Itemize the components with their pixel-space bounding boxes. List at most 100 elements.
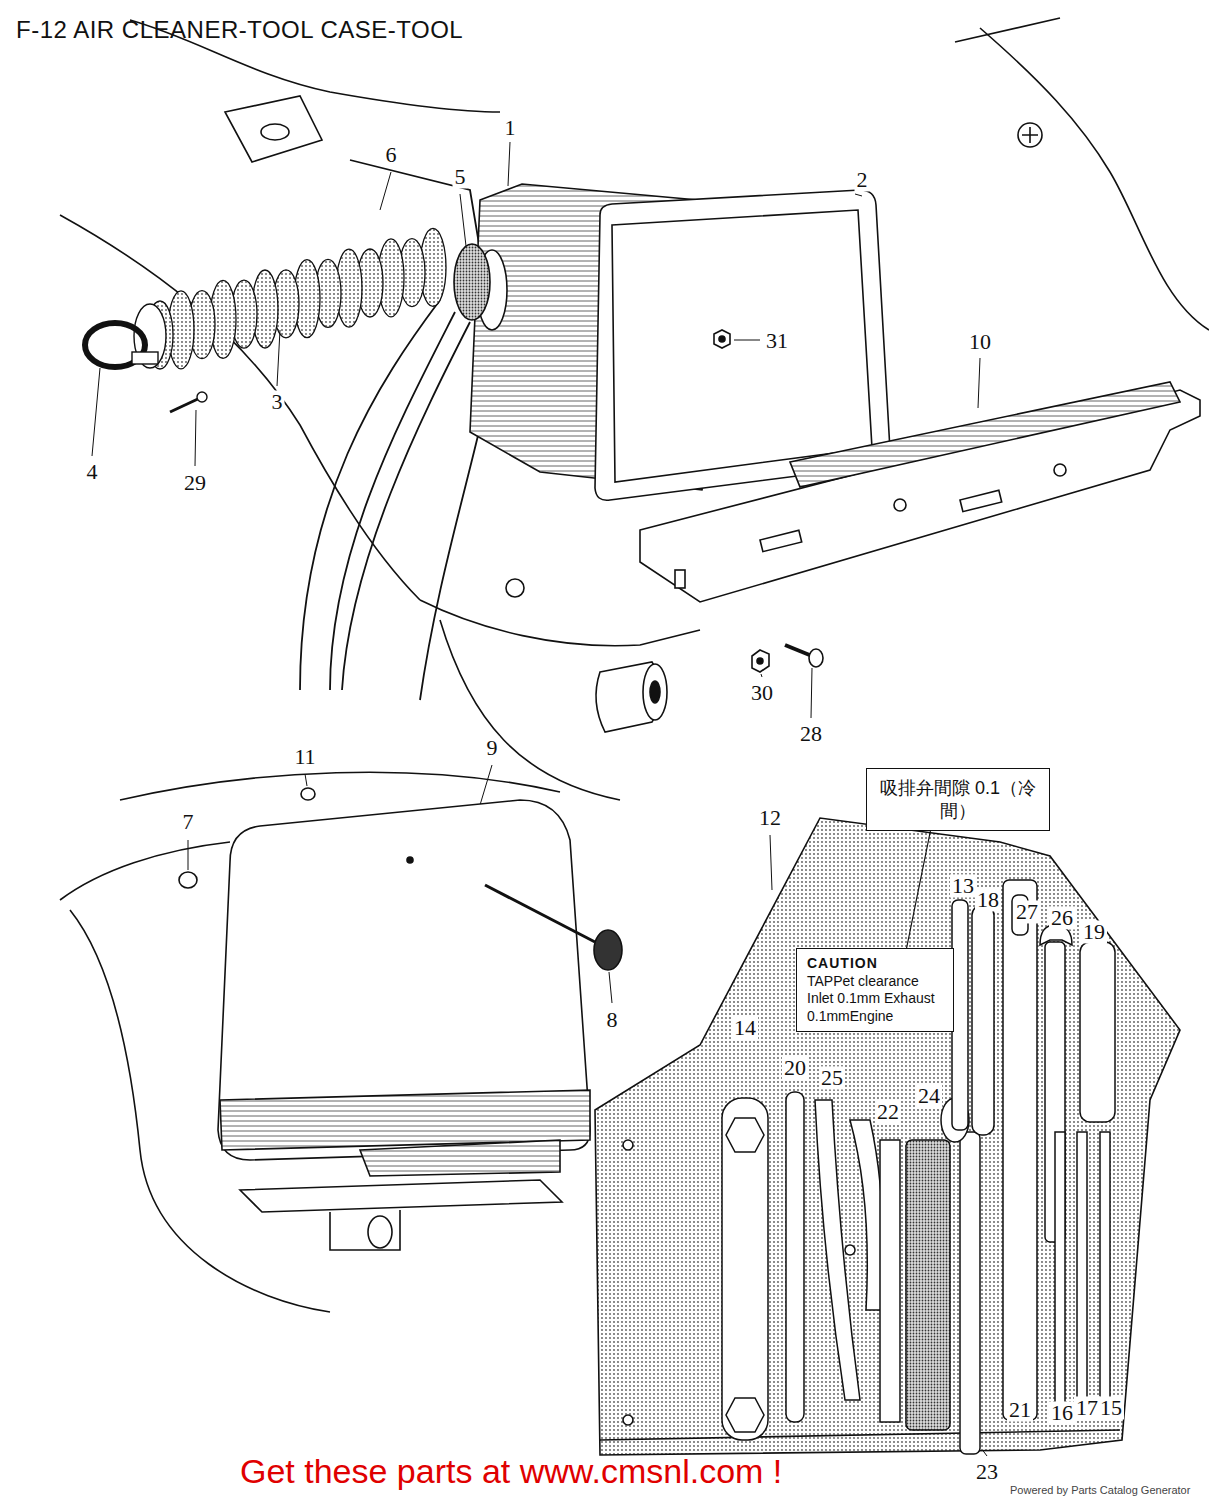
- clearance-label-box: 吸排弁間隙 0.1（冷間）: [866, 768, 1050, 831]
- nut-and-bolt: [752, 650, 769, 672]
- tools: [1003, 880, 1037, 1420]
- leader-lines: [277, 330, 280, 386]
- tools: [1077, 1132, 1087, 1412]
- tools: [815, 1100, 860, 1400]
- nut-and-bolt: [785, 645, 812, 656]
- callout-number: 19: [1081, 920, 1107, 943]
- nut-and-bolt: [757, 658, 763, 664]
- leader-lines: [978, 358, 980, 408]
- rubber-collar: [643, 664, 667, 720]
- tool-roll: [623, 1415, 633, 1425]
- frame-outline: [60, 215, 420, 600]
- leader-lines: [508, 142, 510, 186]
- leader-lines: [734, 340, 760, 341]
- tools: [850, 1120, 884, 1310]
- battery-stay: [640, 382, 1200, 602]
- callout-number: 26: [1049, 906, 1075, 929]
- callout-number: 29: [182, 471, 208, 494]
- box-body: TAPPet clearance Inlet 0.1mm Exhaust 0.1…: [807, 973, 943, 1026]
- nut-and-bolt: [809, 649, 823, 667]
- battery-stay: [1054, 464, 1066, 476]
- callout-number: 10: [967, 330, 993, 353]
- callout-number: 17: [1074, 1396, 1100, 1419]
- tools: [726, 1118, 764, 1152]
- leader-lines: [855, 194, 862, 196]
- callout-number: 21: [1007, 1398, 1033, 1421]
- air-cleaner-cover: [612, 210, 872, 482]
- battery-stay: [894, 499, 906, 511]
- tool-case: [594, 930, 622, 970]
- frame-outline: [225, 96, 322, 162]
- frame-outline: [60, 842, 230, 900]
- frame-outline: [330, 1210, 400, 1250]
- tool-case: [301, 788, 315, 800]
- box-heading: CAUTION: [807, 955, 943, 973]
- tools: [1055, 1132, 1065, 1412]
- tools: [786, 1092, 804, 1422]
- tool-roll: [600, 1430, 1120, 1440]
- callout-number: 9: [485, 736, 500, 759]
- tools: [906, 1140, 950, 1430]
- hose-clamp: [85, 323, 207, 412]
- frame-outline: [120, 772, 560, 800]
- air-cleaner-cover: [719, 336, 725, 342]
- callout-number: 4: [85, 460, 100, 483]
- callout-number: 12: [757, 806, 783, 829]
- callout-number: 1: [503, 116, 518, 139]
- rubber-collar: [650, 681, 660, 703]
- diagram-title: F-12 AIR CLEANER-TOOL CASE-TOOL: [16, 16, 463, 44]
- frame-outline: [261, 124, 289, 140]
- air-intake-hose: [134, 228, 446, 369]
- callout-number: 7: [181, 810, 196, 833]
- battery-stay: [760, 530, 802, 551]
- callout-number: 5: [453, 165, 468, 188]
- tool-case: [179, 788, 622, 1176]
- frame-outline: [240, 1180, 562, 1212]
- air-cleaner-cover: [714, 330, 730, 348]
- hose-clamp: [132, 352, 158, 364]
- leader-lines: [460, 194, 466, 246]
- callout-number: 11: [292, 745, 317, 768]
- leader-lines: [305, 774, 307, 786]
- frame-outline: [1022, 127, 1038, 143]
- tools: [726, 1398, 764, 1432]
- tools: [1080, 942, 1115, 1122]
- generator-credit: Powered by Parts Catalog Generator: [1010, 1484, 1190, 1496]
- leader-lines: [761, 674, 762, 677]
- leader-connector: [907, 831, 931, 948]
- footer-link-text: Get these parts at www.cmsnl.com !: [240, 1452, 782, 1491]
- callout-number: 27: [1014, 900, 1040, 923]
- callout-number: 31: [764, 329, 790, 352]
- tools: [880, 1140, 900, 1422]
- callout-number: 20: [782, 1056, 808, 1079]
- callout-number: 15: [1098, 1396, 1124, 1419]
- battery-stay: [960, 490, 1002, 511]
- frame-outline: [980, 28, 1209, 330]
- tool-case: [179, 872, 197, 888]
- tools: [972, 905, 994, 1135]
- callout-number: 25: [819, 1066, 845, 1089]
- leader-lines: [188, 840, 189, 870]
- box-heading: 吸排弁間隙 0.1（冷間）: [877, 777, 1039, 822]
- callout-number: 30: [749, 681, 775, 704]
- callout-number: 22: [875, 1100, 901, 1123]
- callout-number: 24: [916, 1084, 942, 1107]
- callout-number: 28: [798, 722, 824, 745]
- cables: [342, 322, 470, 690]
- tool-case: [485, 885, 595, 942]
- air-cleaner-case: [454, 244, 490, 320]
- callout-number: 14: [732, 1016, 758, 1039]
- leader-lines: [480, 765, 492, 805]
- callout-number: 8: [605, 1008, 620, 1031]
- hose-clamp: [197, 392, 207, 402]
- leader-lines: [380, 172, 391, 210]
- callout-number: 2: [855, 168, 870, 191]
- battery-stay: [640, 390, 1200, 602]
- frame-outline: [506, 579, 524, 597]
- frame-outline: [1018, 123, 1042, 147]
- hose-clamp: [170, 398, 200, 412]
- leader-lines: [92, 368, 100, 456]
- callout-number: 6: [384, 143, 399, 166]
- tool-roll: [595, 818, 1180, 1455]
